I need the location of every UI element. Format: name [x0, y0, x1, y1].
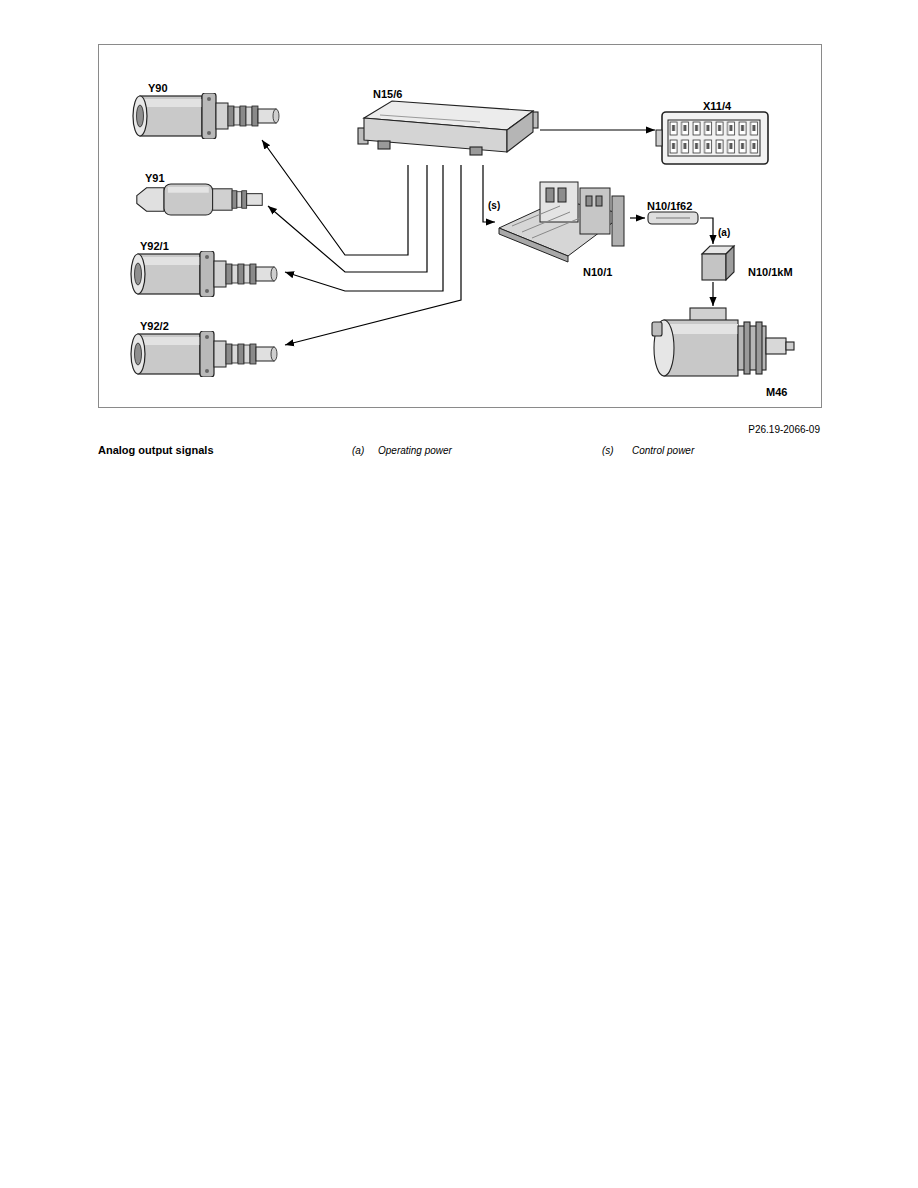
signal-line [540, 129, 655, 130]
signal-line [712, 282, 713, 306]
figure-number: P26.19-2066-09 [748, 424, 820, 436]
edge-label-holder: (a) [717, 222, 731, 240]
caption-holder: Analog output signals [98, 440, 214, 458]
signal-line [262, 140, 408, 255]
signal-line [630, 217, 645, 218]
component-box: X11/4 [655, 96, 775, 168]
signal-line [285, 165, 461, 345]
component-box: M46 [648, 306, 800, 400]
relay [702, 246, 734, 280]
legend-text: (a) [352, 445, 364, 457]
diagnostic-connector [656, 112, 768, 164]
solenoid-valve [133, 93, 279, 139]
part-label: N10/1f62 [647, 200, 692, 213]
part-label: Y92/2 [140, 320, 169, 333]
power-label: (a) [717, 227, 731, 239]
part-label: Y91 [145, 172, 165, 185]
fuse-relay-module [499, 182, 624, 262]
part-label: X11/4 [703, 100, 731, 113]
component-box: N10/1f62 [645, 196, 700, 228]
component-box: Y92/1 [128, 236, 285, 298]
component-box: Y90 [130, 78, 285, 140]
solenoid-valve [131, 251, 277, 297]
legend-text: Operating power [378, 445, 452, 457]
label-holder: Control power [632, 440, 782, 458]
label-holder: (s) [602, 440, 626, 458]
edge-label-holder: (s) [487, 195, 501, 213]
figure-frame [99, 45, 822, 408]
control-unit [358, 101, 538, 155]
component-box: N15/6 [355, 84, 540, 165]
figure-caption: Analog output signals [98, 444, 214, 456]
solenoid-valve [131, 331, 277, 377]
part-label: M46 [766, 386, 787, 399]
signal-line [268, 165, 427, 272]
pump-motor [652, 308, 794, 376]
label-holder: P26.19-2066-09 [640, 419, 820, 437]
label-holder: Operating power [378, 440, 528, 458]
solenoid-valve [137, 184, 262, 215]
component-box: N10/1kM [698, 244, 804, 282]
signal-line [285, 165, 443, 291]
part-label: Y92/1 [140, 240, 169, 253]
fuse [648, 212, 698, 224]
component-box: Y92/2 [128, 316, 285, 378]
label-holder: (a) [352, 440, 376, 458]
part-label: N10/1 [583, 266, 612, 279]
signal-line [483, 165, 495, 222]
part-label: N10/1kM [748, 266, 793, 279]
component-box: N10/1 [495, 178, 630, 280]
part-label: Y90 [148, 82, 168, 95]
legend-text: (s) [602, 445, 614, 457]
component-box: Y91 [133, 168, 268, 218]
part-label: N15/6 [373, 88, 402, 101]
signal-line [700, 218, 713, 244]
power-label: (s) [487, 200, 501, 212]
legend-text: Control power [632, 445, 694, 457]
